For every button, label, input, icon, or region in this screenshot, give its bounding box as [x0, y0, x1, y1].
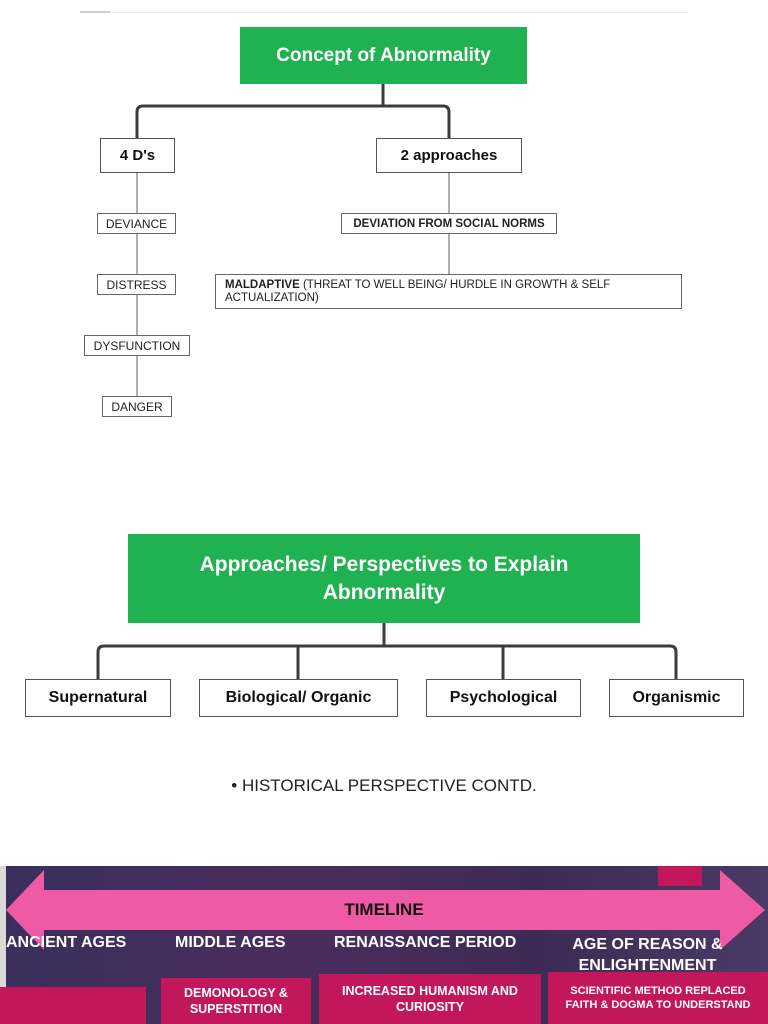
period-ancient-ages: ANCIENT AGES	[6, 934, 127, 951]
distress-label: DISTRESS	[106, 277, 167, 292]
maladaptive-description: (THREAT TO WELL BEING/ HURDLE IN GROWTH …	[225, 279, 611, 304]
two-approaches-node: 2 approaches	[376, 138, 522, 173]
demonology-label: DEMONOLOGY & SUPERSTITION	[184, 986, 288, 1016]
diagram2-connectors	[96, 623, 678, 680]
psychological-label: Psychological	[449, 689, 558, 706]
ancient-ages-box	[0, 987, 146, 1024]
concept-of-abnormality-label: Concept of Abnormality	[276, 44, 491, 66]
perspectives-connector	[96, 623, 678, 680]
scientific-method-label: SCIENTIFIC METHOD REPLACED FAITH & DOGMA…	[565, 985, 751, 1011]
period-middle-ages: MIDDLE AGES	[175, 934, 286, 951]
demonology-box: DEMONOLOGY & SUPERSTITION	[161, 978, 311, 1024]
deviation-social-norms-label: DEVIATION FROM SOCIAL NORMS	[353, 217, 545, 230]
deviance-box: DEVIANCE	[97, 213, 176, 234]
distress-box: DISTRESS	[97, 274, 176, 295]
timeline-double-arrow	[6, 870, 765, 950]
supernatural-node: Supernatural	[25, 679, 171, 717]
root-connector	[135, 84, 451, 138]
timeline-left-edge	[0, 866, 6, 1024]
organismic-label: Organismic	[632, 689, 721, 706]
period-age-of-reason: AGE OF REASON & ENLIGHTENMENT	[572, 936, 723, 974]
four-ds-node: 4 D's	[100, 138, 175, 173]
perspectives-root-line2: Abnormality	[322, 580, 446, 604]
two-approaches-label: 2 approaches	[400, 147, 498, 164]
maladaptive-box: MALDAPTIVE (THREAT TO WELL BEING/ HURDLE…	[215, 274, 682, 309]
dysfunction-label: DYSFUNCTION	[93, 338, 181, 353]
biological-organic-node: Biological/ Organic	[199, 679, 398, 717]
psychological-node: Psychological	[426, 679, 581, 717]
humanism-box: INCREASED HUMANISM AND CURIOSITY	[319, 974, 541, 1024]
supernatural-label: Supernatural	[48, 689, 148, 706]
danger-label: DANGER	[111, 399, 163, 414]
diagram1-connectors	[135, 84, 451, 396]
scientific-method-box: SCIENTIFIC METHOD REPLACED FAITH & DOGMA…	[548, 972, 768, 1024]
organismic-node: Organismic	[609, 679, 744, 717]
deviation-social-norms-box: DEVIATION FROM SOCIAL NORMS	[341, 213, 557, 234]
period-renaissance: RENAISSANCE PERIOD	[334, 934, 517, 951]
concept-of-abnormality-node: Concept of Abnormality	[240, 27, 527, 84]
danger-box: DANGER	[102, 396, 172, 417]
humanism-label: INCREASED HUMANISM AND CURIOSITY	[342, 984, 518, 1014]
perspectives-root-node: Approaches/ Perspectives to Explain Abno…	[128, 534, 640, 623]
perspectives-root-line1: Approaches/ Perspectives to Explain	[199, 552, 569, 576]
biological-organic-label: Biological/ Organic	[225, 689, 372, 706]
maladaptive-label: MALDAPTIVE	[225, 279, 300, 291]
historical-perspective-bullet: • HISTORICAL PERSPECTIVE CONTD.	[231, 776, 537, 795]
timeline-title: TIMELINE	[344, 900, 424, 919]
top-divider	[80, 12, 688, 13]
timeline-decor	[0, 866, 765, 1024]
top-divider-mark	[80, 11, 110, 13]
deviance-label: DEVIANCE	[105, 216, 168, 231]
timeline-corner-block	[658, 866, 702, 886]
timeline-slide: TIMELINE ANCIENT AGES MIDDLE AGES RENAIS…	[0, 866, 768, 1024]
four-ds-label: 4 D's	[119, 147, 156, 164]
dysfunction-box: DYSFUNCTION	[84, 335, 190, 356]
